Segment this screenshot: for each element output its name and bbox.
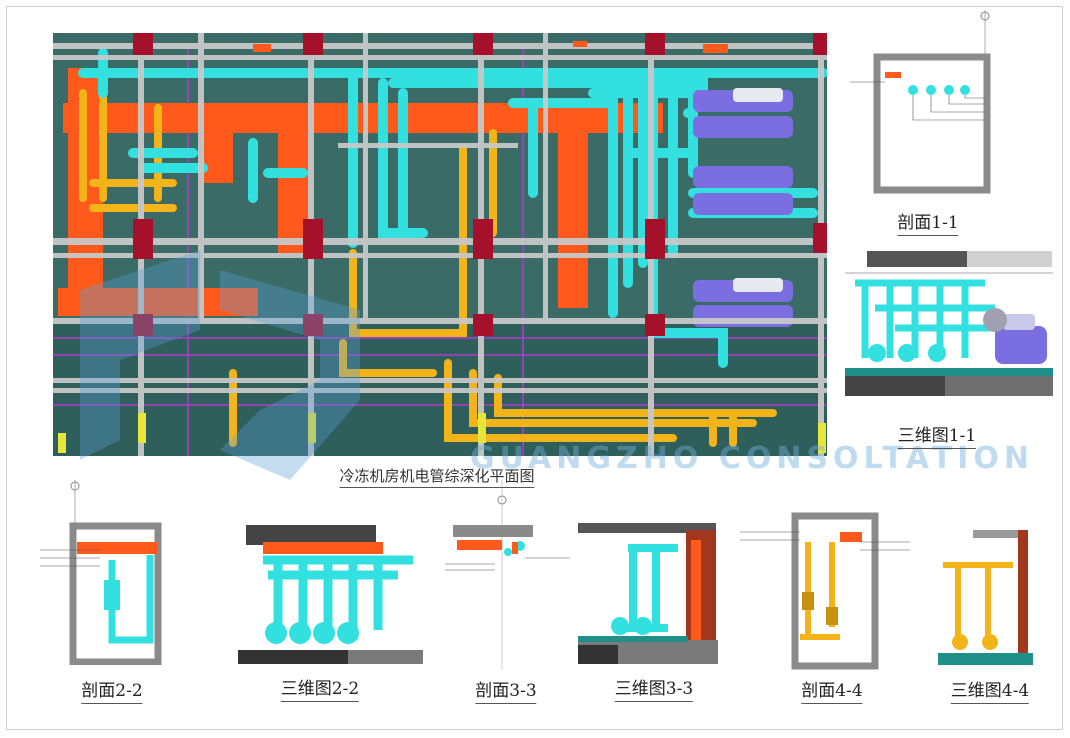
view3d-1-1-image <box>845 251 1053 396</box>
view3d-4-4-image <box>938 530 1033 665</box>
caption-section-3-3: 剖面3-3 <box>475 676 537 704</box>
caption-main-plan: 冷冻机房机电管综深化平面图 <box>339 465 535 488</box>
section-1-1-view <box>850 10 991 194</box>
caption-view3d-3-3: 三维图3-3 <box>614 674 694 702</box>
section-3-3-view <box>445 480 570 670</box>
caption-view3d-2-2: 三维图2-2 <box>280 674 360 702</box>
caption-section-2-2: 剖面2-2 <box>81 676 143 704</box>
section-2-2-view <box>40 480 162 665</box>
drawing-frame <box>6 6 1063 730</box>
main-plan-view <box>53 33 827 456</box>
section-4-4-view <box>740 512 910 670</box>
caption-view3d-1-1: 三维图1-1 <box>897 421 977 449</box>
caption-section-1-1: 剖面1-1 <box>897 208 959 236</box>
caption-view3d-4-4: 三维图4-4 <box>950 676 1030 704</box>
view3d-2-2-image <box>238 525 423 664</box>
watermark-text: GUANGZHO CONSOLTATION <box>470 441 1034 476</box>
watermark-logo <box>80 250 360 480</box>
caption-section-4-4: 剖面4-4 <box>801 676 863 704</box>
view3d-3-3-image <box>578 523 718 664</box>
